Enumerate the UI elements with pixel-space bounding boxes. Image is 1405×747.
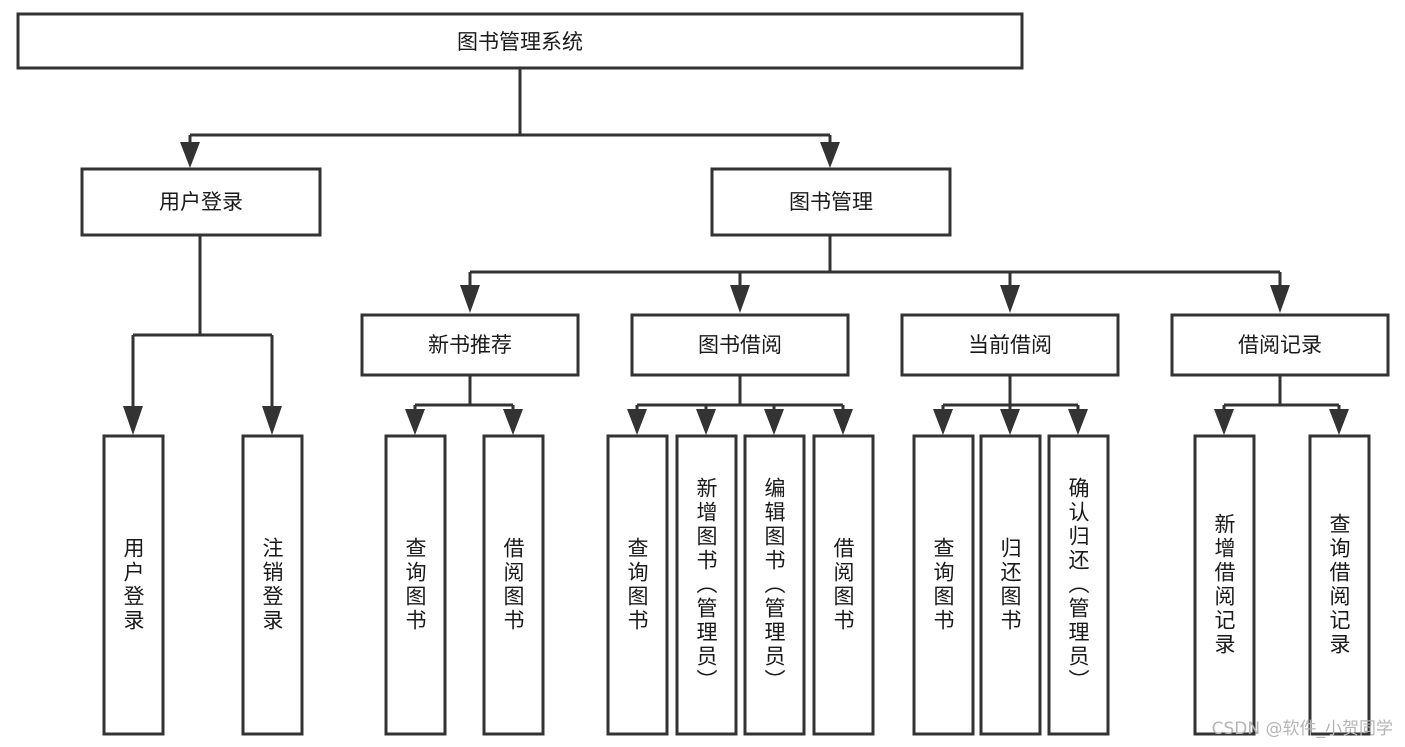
node-leaf-query-book-1[interactable]: 查询图书 <box>384 434 447 736</box>
node-leaf-borrow-book-2[interactable]: 借阅图书 <box>812 434 875 736</box>
connector-layer <box>123 68 1349 435</box>
arrow-head-new-book-recommend <box>460 285 480 313</box>
node-leaf-add-borrow-record-box[interactable] <box>1193 434 1256 736</box>
node-leaf-return-book-box[interactable] <box>979 434 1042 736</box>
arrow-head-leaf-borrow-book-1 <box>503 409 523 435</box>
node-borrow-record-label: 借阅记录 <box>1238 333 1322 357</box>
node-leaf-query-borrow-record[interactable]: 查询借阅记录 <box>1308 434 1371 736</box>
arrow-head-leaf-confirm-return-admin <box>1068 409 1088 435</box>
node-leaf-confirm-return-admin[interactable]: 确认归还（管理员） <box>1047 434 1110 736</box>
arrow-head-leaf-user-login <box>123 406 143 435</box>
arrow-head-book-borrow <box>730 285 750 313</box>
node-leaf-user-login[interactable]: 用户登录 <box>102 434 165 736</box>
node-new-book-recommend-box[interactable] <box>360 313 580 377</box>
node-leaf-logout-login-label: 注销登录 <box>260 537 284 633</box>
arrow-head-leaf-query-book-3 <box>933 409 953 435</box>
node-leaf-add-book-admin-label: 新增图书（管理员） <box>694 477 718 693</box>
node-leaf-edit-book-admin[interactable]: 编辑图书（管理员） <box>743 434 806 736</box>
node-book-borrow[interactable]: 图书借阅 <box>630 313 850 377</box>
node-leaf-confirm-return-admin-label: 确认归还（管理员） <box>1066 477 1090 693</box>
node-leaf-add-borrow-record[interactable]: 新增借阅记录 <box>1193 434 1256 736</box>
node-leaf-borrow-book-2-box[interactable] <box>812 434 875 736</box>
csdn-watermark: CSDN @软件_小贺同学 <box>1211 719 1393 739</box>
node-leaf-query-borrow-record-box[interactable] <box>1308 434 1371 736</box>
node-leaf-borrow-book-1[interactable]: 借阅图书 <box>482 434 545 736</box>
node-user-login-box[interactable] <box>80 167 322 237</box>
arrow-head-leaf-query-book-1 <box>405 409 425 435</box>
node-leaf-edit-book-admin-box[interactable] <box>743 434 806 736</box>
node-leaf-logout-login-box[interactable] <box>241 434 304 736</box>
node-current-borrow[interactable]: 当前借阅 <box>900 313 1120 377</box>
arrow-head-leaf-return-book <box>1000 409 1020 435</box>
node-current-borrow-label: 当前借阅 <box>968 333 1052 357</box>
node-leaf-logout-login[interactable]: 注销登录 <box>241 434 304 736</box>
node-leaf-confirm-return-admin-box[interactable] <box>1047 434 1110 736</box>
arrow-head-leaf-add-borrow-record <box>1214 409 1234 435</box>
node-leaf-query-borrow-record-label: 查询借阅记录 <box>1327 513 1351 657</box>
node-borrow-record-box[interactable] <box>1170 313 1390 377</box>
node-book-borrow-box[interactable] <box>630 313 850 377</box>
node-leaf-query-book-2-box[interactable] <box>606 434 669 736</box>
node-leaf-query-book-1-label: 查询图书 <box>403 537 427 633</box>
node-book-management-box[interactable] <box>710 167 952 237</box>
node-leaf-add-book-admin[interactable]: 新增图书（管理员） <box>675 434 738 736</box>
node-new-book-recommend-label: 新书推荐 <box>428 333 512 357</box>
node-leaf-user-login-box[interactable] <box>102 434 165 736</box>
node-new-book-recommend[interactable]: 新书推荐 <box>360 313 580 377</box>
node-leaf-add-book-admin-box[interactable] <box>675 434 738 736</box>
arrow-head-borrow-record <box>1270 285 1290 313</box>
node-book-management[interactable]: 图书管理 <box>710 167 952 237</box>
node-book-borrow-label: 图书借阅 <box>698 333 782 357</box>
node-leaf-query-book-3-box[interactable] <box>912 434 975 736</box>
arrow-head-leaf-edit-book-admin <box>764 409 784 435</box>
node-leaf-add-borrow-record-label: 新增借阅记录 <box>1212 513 1236 657</box>
node-leaf-query-book-2[interactable]: 查询图书 <box>606 434 669 736</box>
node-leaf-return-book[interactable]: 归还图书 <box>979 434 1042 736</box>
node-user-login-label: 用户登录 <box>159 190 243 214</box>
node-current-borrow-box[interactable] <box>900 313 1120 377</box>
arrow-head-leaf-query-borrow-record <box>1329 409 1349 435</box>
arrow-head-current-borrow <box>1000 285 1020 313</box>
node-root-label: 图书管理系统 <box>457 30 583 54</box>
node-leaf-user-login-label: 用户登录 <box>121 537 145 633</box>
arrow-head-user-login <box>180 142 200 168</box>
node-user-login[interactable]: 用户登录 <box>80 167 322 237</box>
node-leaf-query-book-3-label: 查询图书 <box>931 537 955 633</box>
node-leaf-edit-book-admin-label: 编辑图书（管理员） <box>762 477 786 693</box>
node-root-box[interactable] <box>16 12 1024 70</box>
arrow-head-leaf-borrow-book-2 <box>833 409 853 435</box>
node-leaf-query-book-1-box[interactable] <box>384 434 447 736</box>
node-leaf-borrow-book-2-label: 借阅图书 <box>831 537 855 633</box>
node-root[interactable]: 图书管理系统 <box>16 12 1024 70</box>
node-leaf-return-book-label: 归还图书 <box>998 537 1022 633</box>
arrow-head-book-management <box>820 142 840 168</box>
node-leaf-borrow-book-1-label: 借阅图书 <box>501 537 525 633</box>
node-borrow-record[interactable]: 借阅记录 <box>1170 313 1390 377</box>
arrow-head-leaf-query-book-2 <box>627 409 647 435</box>
node-leaf-borrow-book-1-box[interactable] <box>482 434 545 736</box>
arrow-head-leaf-add-book-admin <box>696 409 716 435</box>
node-book-management-label: 图书管理 <box>789 190 873 214</box>
node-leaf-query-book-2-label: 查询图书 <box>625 537 649 633</box>
arrow-head-leaf-logout-login <box>262 406 282 435</box>
node-leaf-query-book-3[interactable]: 查询图书 <box>912 434 975 736</box>
